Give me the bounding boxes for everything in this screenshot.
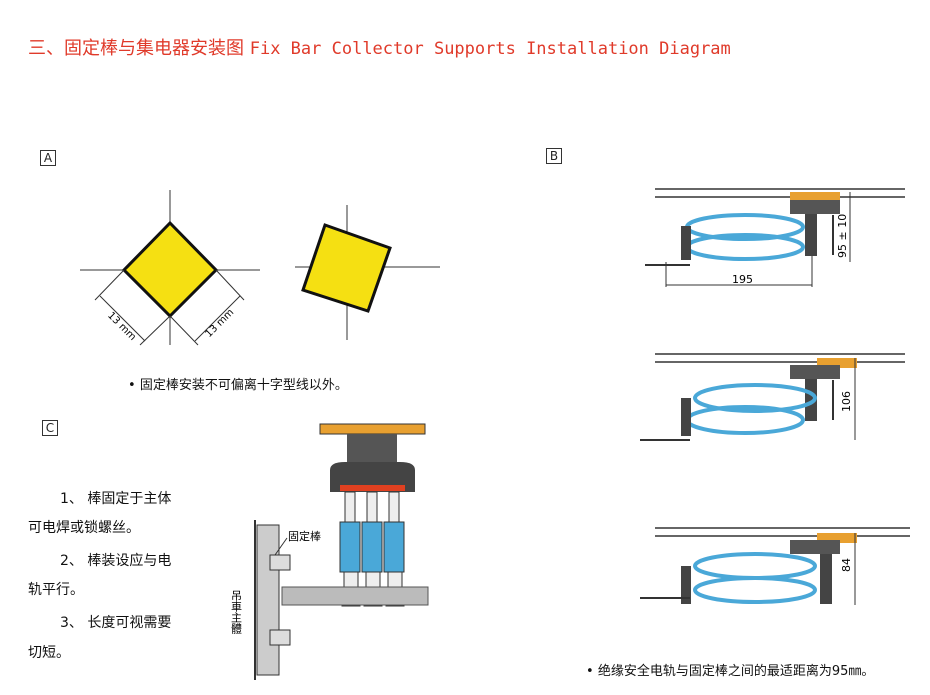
step-1-line-1: 1、 棒固定于主体 bbox=[60, 491, 172, 507]
step-2-line-2: 轨平行。 bbox=[28, 582, 84, 598]
step-2-line-1: 2、 棒装设应与电 bbox=[60, 553, 172, 569]
collector-side-view-3 bbox=[640, 527, 910, 605]
collector-front-view bbox=[254, 423, 429, 680]
fixed-bar-callout: 固定棒 bbox=[288, 529, 321, 543]
height-dimension-3: 84 bbox=[840, 558, 853, 572]
section-a-note: • 固定棒安装不可偏离十字型线以外。 bbox=[128, 378, 348, 393]
height-dimension-2: 106 bbox=[840, 391, 853, 412]
crane-body-label: 吊車主體 bbox=[230, 590, 243, 635]
step-3-line-1: 3、 长度可视需要 bbox=[60, 615, 172, 631]
section-b-label: B bbox=[546, 148, 562, 164]
section-a-label: A bbox=[40, 150, 56, 166]
collector-side-view-1 bbox=[645, 188, 905, 287]
dimension-label-right: 13 mm bbox=[204, 307, 237, 340]
width-dimension: 195 bbox=[732, 273, 753, 286]
height-dimension-1: 95 ± 10 bbox=[836, 214, 849, 258]
incorrect-orientation-square bbox=[295, 205, 440, 340]
step-3-line-2: 切短。 bbox=[28, 645, 70, 661]
collector-side-view-2 bbox=[640, 353, 905, 441]
dimension-label-left: 13 mm bbox=[105, 310, 138, 343]
section-b-note: • 绝缘安全电轨与固定棒之间的最适距离为95㎜。 bbox=[586, 664, 875, 679]
step-1-line-2: 可电焊或锁螺丝。 bbox=[28, 520, 140, 536]
section-c-label: C bbox=[42, 420, 58, 436]
correct-orientation-square bbox=[80, 190, 260, 346]
page-title: 三、固定棒与集电器安装图 Fix Bar Collector Supports … bbox=[28, 38, 731, 59]
